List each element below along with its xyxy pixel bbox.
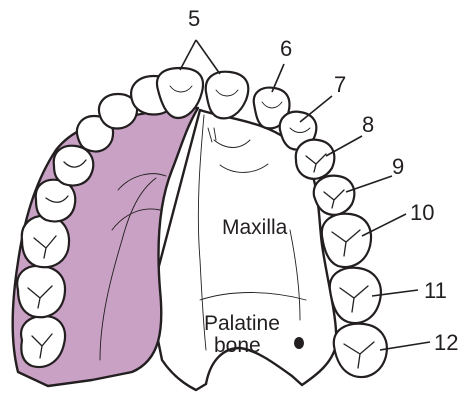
- label-tooth-8: 8: [362, 112, 374, 137]
- label-tooth-12: 12: [434, 330, 458, 355]
- label-tooth-11: 11: [424, 278, 447, 303]
- label-tooth-5: 5: [188, 6, 200, 31]
- tooth-12: [334, 324, 387, 377]
- tooth-9: [314, 176, 355, 215]
- tooth-8: [296, 140, 335, 179]
- greater-palatine-foramen: [294, 337, 304, 349]
- tooth-5-b: [206, 72, 249, 119]
- label-maxilla: Maxilla: [222, 216, 288, 239]
- leader-5-a: [180, 40, 196, 70]
- label-tooth-10: 10: [410, 200, 434, 225]
- tooth-10: [322, 214, 371, 267]
- label-tooth-7: 7: [334, 72, 346, 97]
- leader-7: [300, 96, 332, 122]
- label-tooth-6: 6: [280, 36, 292, 61]
- left-premolar-1: [54, 146, 93, 186]
- leader-5-b: [196, 40, 220, 74]
- label-tooth-9: 9: [392, 154, 404, 179]
- label-palatine-line1: Palatine: [204, 312, 280, 335]
- left-molar-2: [17, 266, 65, 317]
- left-molar-1: [22, 216, 69, 267]
- label-palatine-line2: bone: [214, 334, 261, 357]
